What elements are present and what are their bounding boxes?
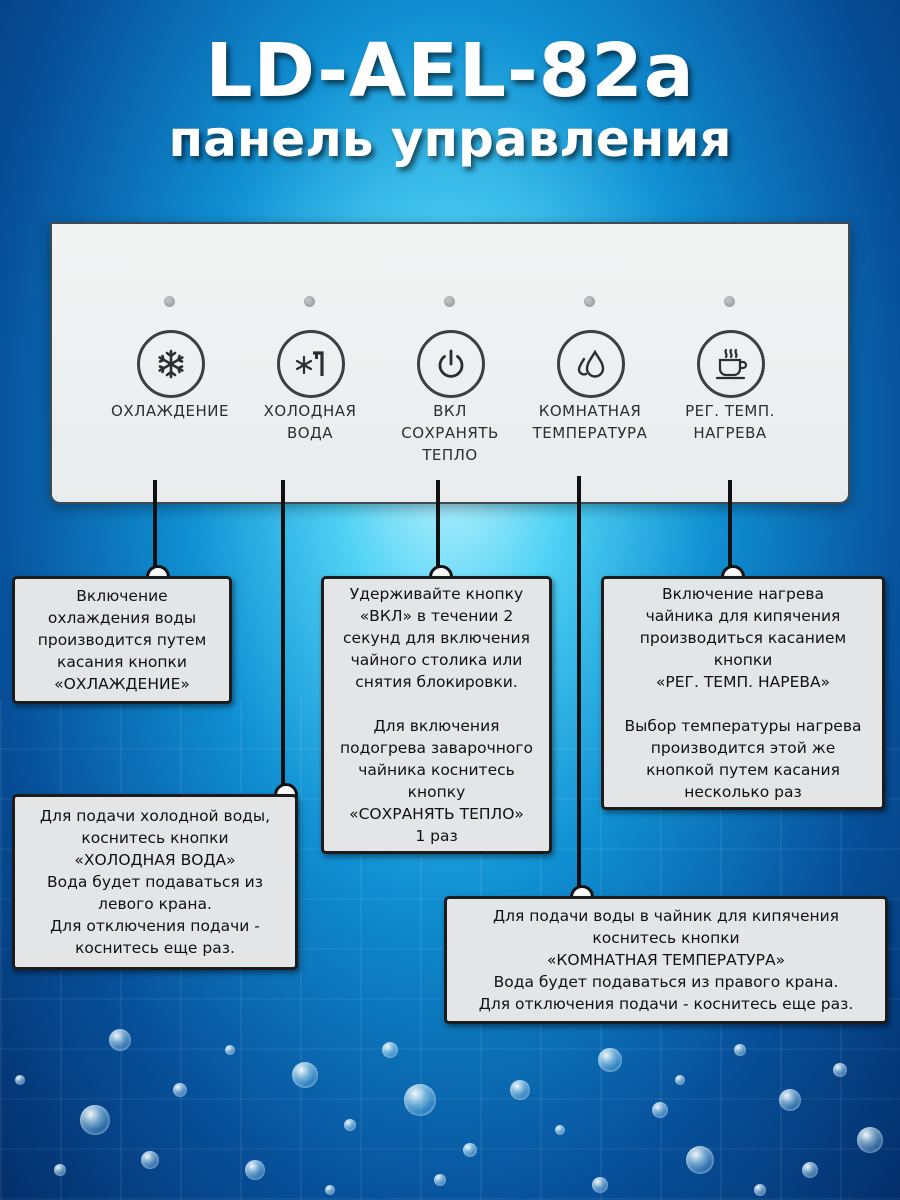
indicator-led [444, 296, 455, 307]
water-bubble [510, 1080, 530, 1100]
water-bubble [141, 1151, 159, 1169]
water-bubble [754, 1184, 766, 1196]
water-bubble [802, 1162, 818, 1178]
indicator-led [164, 296, 175, 307]
water-bubble [779, 1089, 801, 1111]
water-bubble [109, 1029, 131, 1051]
water-drops-icon [577, 349, 605, 378]
connector-line-cold-water [281, 480, 285, 790]
water-bubble [463, 1143, 477, 1157]
room-temp-label: КОМНАТНАЯ ТЕМПЕРАТУРА [532, 402, 648, 442]
connector-line-cooling [153, 480, 157, 572]
water-bubble [833, 1063, 847, 1077]
water-bubble [54, 1164, 66, 1176]
water-bubble [555, 1125, 565, 1135]
water-bubble [245, 1160, 265, 1180]
room-temp-button[interactable] [557, 330, 625, 398]
water-bubble [404, 1084, 436, 1116]
heat-temp-button[interactable] [697, 330, 765, 398]
power-button[interactable] [417, 330, 485, 398]
cooling-label: ОХЛАЖДЕНИЕ [111, 402, 229, 420]
connector-line-heat-temp [728, 480, 732, 572]
callout-cooling: Включение охлаждения воды производится п… [12, 576, 232, 704]
heat-temp-label: РЕГ. ТЕМП. НАГРЕВА [685, 402, 775, 442]
cold-water-label: ХОЛОДНАЯ ВОДА [263, 402, 357, 442]
power-label: ВКЛ СОХРАНЯТЬ ТЕПЛО [401, 402, 499, 464]
water-bubble [857, 1127, 883, 1153]
water-bubble [80, 1105, 110, 1135]
panel-subtitle: панель управления [168, 110, 732, 168]
water-bubble [734, 1044, 746, 1056]
water-bubble [292, 1062, 318, 1088]
indicator-led [304, 296, 315, 307]
water-bubble [225, 1045, 235, 1055]
cooling-button[interactable] [137, 330, 205, 398]
water-bubble [652, 1102, 668, 1118]
water-bubble [325, 1185, 335, 1195]
control-panel: ОХЛАЖДЕНИЕ ХОЛОДНАЯ ВОДА ВКЛ СОХР [50, 222, 850, 504]
water-bubble [344, 1119, 356, 1131]
water-bubble [173, 1083, 187, 1097]
water-bubble [675, 1075, 685, 1085]
snowflake-faucet-icon [295, 351, 324, 376]
callout-cold-water: Для подачи холодной воды, коснитесь кноп… [12, 794, 298, 970]
power-icon [438, 349, 464, 378]
water-bubble [592, 1177, 608, 1193]
callout-power: Удерживайте кнопку «ВКЛ» в течении 2 сек… [321, 576, 552, 854]
hot-cup-icon [715, 348, 748, 380]
connector-line-room-temp [577, 476, 581, 892]
water-bubble [434, 1174, 446, 1186]
model-title: LD-AEL-82a [205, 28, 695, 114]
water-bubble [15, 1075, 25, 1085]
water-bubble [686, 1146, 714, 1174]
indicator-led [724, 296, 735, 307]
callout-heat-temp: Включение нагрева чайника для кипячения … [601, 576, 885, 810]
water-bubble [382, 1042, 398, 1058]
callout-room-temp: Для подачи воды в чайник для кипячения к… [444, 896, 888, 1024]
indicator-led [584, 296, 595, 307]
snowflake-icon [158, 349, 184, 379]
water-bubble [598, 1048, 622, 1072]
connector-line-power [436, 480, 440, 572]
cold-water-button[interactable] [277, 330, 345, 398]
